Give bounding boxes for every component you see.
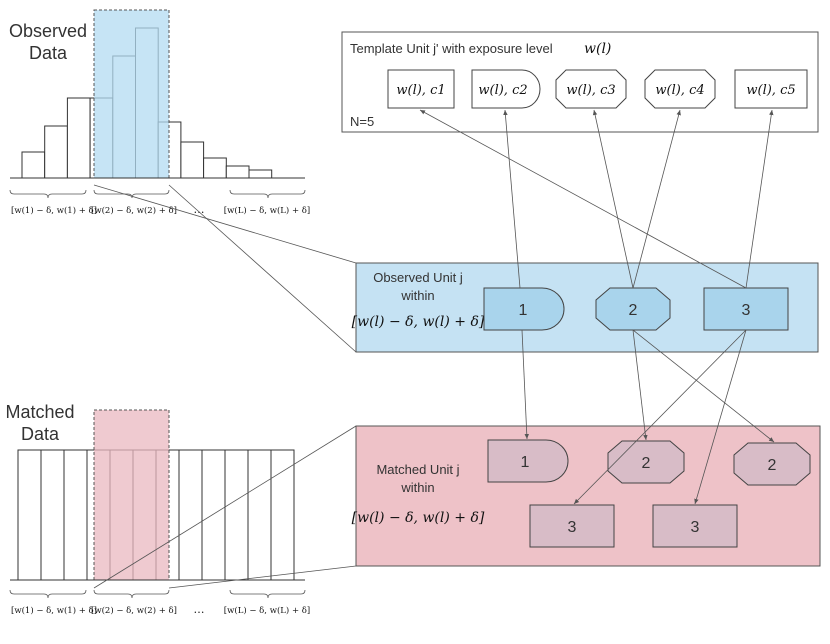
matched-axis-label-2: [w(2) − δ, w(2) + δ] [91,605,177,616]
template-item-4-label: w(l), c4 [655,83,704,98]
arrow-obs1-to-matched1 [521,329,530,440]
template-item-4 [644,69,716,109]
arrow-obs3-to-template5 [745,109,774,289]
observed-node-2-label: 2 [629,302,638,319]
arrow-obs3-to-matched3a [573,329,747,505]
observed-unit-box: Observed Unit j within [w(l) − δ, w(l) +… [352,262,819,353]
template-item-5 [734,69,808,109]
observed-label-line1: Observed [9,21,87,41]
matched-node-2a-label: 2 [642,455,651,472]
template-unit-title: Template Unit j' with exposure level [350,41,553,56]
matched-unit-box: Matched Unit j within [w(l) − δ, w(l) + … [352,425,821,567]
matched-axis-label-3: [w(L) − δ, w(L) + δ] [224,605,310,616]
matched-bar [178,449,203,581]
observed-bar [203,157,227,179]
observed-axis-label-1: [w(1) − δ, w(1) + δ] [11,205,97,216]
observed-bar [66,97,91,179]
arrow-obs3-to-matched3b [694,329,747,505]
observed-node-1-label: 1 [519,302,528,319]
template-item-1 [387,69,455,109]
observed-bar [44,125,68,179]
observed-bar [225,165,250,179]
template-item-2-label: w(l), c2 [478,83,527,98]
observed-unit-title-line2: within [400,288,434,303]
observed-node-2 [595,287,671,331]
matched-unit-title-line2: within [400,480,434,495]
matched-bar [224,449,249,581]
observed-highlight-band [93,9,170,179]
arrow-obs2-to-template3 [592,109,634,289]
observed-brace-3 [229,189,306,199]
template-unit-box: Template Unit j' with exposure level w(l… [341,31,819,133]
matched-label-line1: Matched [5,402,74,422]
matched-bar [247,449,272,581]
matched-node-2a [607,440,685,484]
observed-zoom-line-top [93,184,357,264]
matched-bar [17,449,42,581]
observed-node-1 [483,287,565,331]
template-unit-count: N=5 [350,114,374,129]
template-unit-title-math: w(l) [584,41,611,57]
matched-node-1 [487,439,569,483]
matched-brace-1 [9,589,87,599]
matched-bar [63,449,88,581]
matched-node-3a [529,504,615,548]
observed-axis-label-2: [w(2) − δ, w(2) + δ] [91,205,177,216]
matched-brace-2 [93,589,170,599]
matched-bar [201,449,226,581]
matched-node-1-label: 1 [521,454,530,471]
connectors [93,109,775,589]
matched-axis-label-1: [w(1) − δ, w(1) + δ] [11,605,97,616]
matched-unit-interval: [w(l) − δ, w(l) + δ] [352,510,485,526]
template-item-3-label: w(l), c3 [566,83,615,98]
matched-label-line2: Data [21,424,60,444]
matched-histogram: Matched Data [w(1) − δ, w(1) + δ] [w(2) … [5,402,310,616]
template-item-2 [471,69,541,109]
arrow-obs1-to-template2 [503,109,521,289]
matched-highlight-band [93,409,170,581]
observed-zoom-line-bottom [168,184,357,353]
arrow-obs2-to-matched2b [632,329,775,443]
matched-node-3b [652,504,738,548]
observed-node-3-label: 3 [742,302,751,319]
observed-bar [180,141,205,179]
matched-unit-title-line1: Matched Unit j [376,462,459,477]
matched-zoom-line-bottom [168,565,357,589]
observed-axis-ellipsis: … [194,203,205,216]
template-item-1-label: w(l), c1 [396,83,445,98]
template-item-5-label: w(l), c5 [746,83,795,98]
observed-label-line2: Data [29,43,68,63]
matched-bar [40,449,65,581]
observed-brace-1 [9,189,87,199]
observed-unit-title-line1: Observed Unit j [373,270,463,285]
observed-bar [21,151,46,179]
matched-bar [270,449,295,581]
arrow-obs3-to-template1 [419,109,747,289]
matched-node-3a-label: 3 [568,519,577,536]
matched-node-2b-label: 2 [768,457,777,474]
arrow-obs2-to-matched2a [632,329,648,441]
observed-brace-2 [93,189,170,199]
observed-histogram: Observed Data [w(1) − δ, w(1) + δ] [w(2)… [9,9,310,216]
matched-axis-ellipsis: … [194,603,205,616]
observed-axis-label-3: [w(L) − δ, w(L) + δ] [224,205,310,216]
matched-node-2b [733,442,811,486]
observed-unit-interval: [w(l) − δ, w(l) + δ] [352,314,485,330]
matched-node-3b-label: 3 [691,519,700,536]
matched-brace-3 [229,589,306,599]
arrow-obs2-to-template4 [632,109,681,289]
observed-bar [248,169,273,179]
template-item-3 [555,69,627,109]
matched-zoom-line-top [93,425,357,589]
